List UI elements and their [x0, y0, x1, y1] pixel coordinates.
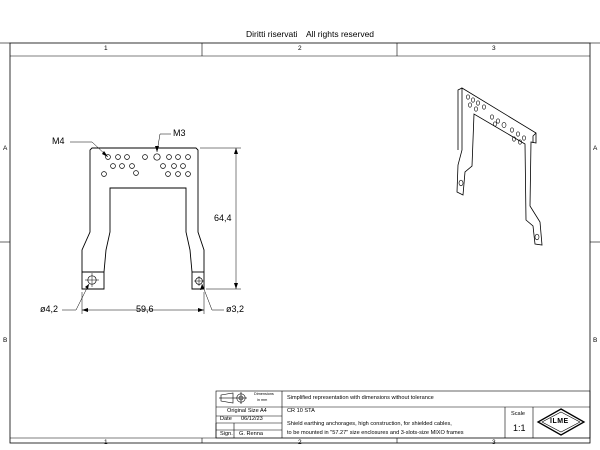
logo-text: ILME	[550, 418, 569, 425]
date-label: Date	[220, 416, 232, 422]
product-code: CR 10 STA	[287, 408, 315, 414]
original-size: Original Size A4	[227, 408, 267, 414]
rights-reserved-en: All rights reserved	[306, 29, 375, 39]
zone-row-a-right: A	[593, 145, 598, 152]
date-value: 06/12/23	[241, 416, 263, 422]
scale-label: Scale	[511, 411, 525, 417]
dimension-width: 59,6	[136, 304, 154, 314]
dimension-arrows	[82, 146, 238, 312]
dimension-hole-right: ø3,2	[226, 304, 245, 314]
projection-symbol-icon	[219, 392, 247, 404]
isometric-view-part	[456, 87, 543, 246]
scale-value: 1:1	[513, 423, 526, 433]
dimension-lines	[62, 133, 241, 314]
zone-col-3-bottom: 3	[492, 439, 496, 446]
hole-centre-marks	[85, 273, 204, 287]
sign-label: Sign.	[220, 431, 233, 437]
iso-edge-2	[532, 132, 537, 143]
rights-reserved-it: Diritti riservati	[246, 29, 298, 39]
zone-col-2-top: 2	[298, 45, 302, 52]
callout-m3: M3	[173, 128, 186, 138]
tolerance-note: Simplified representation with dimension…	[287, 395, 434, 401]
ilme-logo	[536, 408, 586, 436]
zone-row-b-right: B	[593, 337, 598, 344]
iso-edge	[457, 87, 463, 150]
dimensions-unit-label: in mm	[257, 398, 268, 402]
zone-row-b-left: B	[3, 337, 8, 344]
callout-m4: M4	[52, 136, 65, 146]
description-line-1: Shield earthing anchorages, high constru…	[287, 421, 452, 427]
title-block-grid	[215, 390, 591, 439]
iso-outline	[456, 87, 543, 246]
zone-col-3-top: 3	[492, 45, 496, 52]
bracket-outline	[81, 147, 205, 290]
description-line-2: to be mounted in "57.27" size enclosures…	[287, 430, 464, 436]
dimension-hole-left: ø4,2	[40, 304, 59, 314]
zone-col-2-bottom: 2	[298, 439, 302, 446]
dimensions-label: Dimensions	[254, 392, 274, 396]
sign-value: G. Renna	[239, 431, 263, 437]
zone-row-a-left: A	[3, 145, 8, 152]
zone-col-1-bottom: 1	[104, 439, 108, 446]
dimension-height: 64,4	[214, 213, 232, 223]
front-view-part	[81, 147, 205, 290]
zone-col-1-top: 1	[104, 45, 108, 52]
outer-frame	[9, 42, 591, 444]
isometric-holes	[458, 94, 540, 241]
